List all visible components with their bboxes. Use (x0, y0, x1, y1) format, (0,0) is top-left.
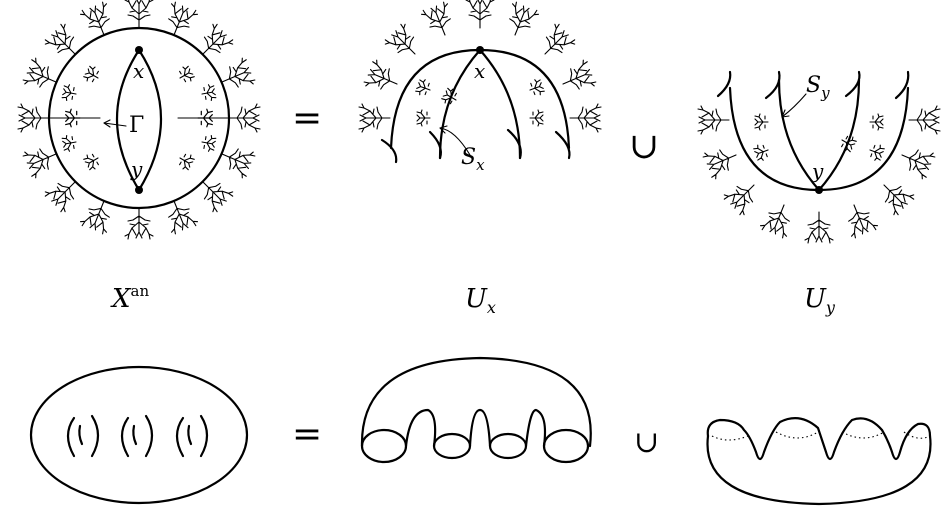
surface-lower (706, 417, 932, 506)
union-top: ∪ (629, 126, 659, 167)
label-sx: Sx (461, 145, 485, 174)
caption-uy: Uy (804, 284, 836, 317)
point-x (135, 46, 143, 54)
ux-region (358, 0, 602, 164)
uy-region (697, 70, 941, 244)
equals-bottom: = (292, 414, 322, 455)
label-gamma: Γ (129, 113, 144, 138)
surface-upper (360, 356, 592, 464)
surface-whole (29, 365, 249, 505)
label-y-uy: y (811, 159, 824, 183)
point-y-uy (815, 186, 823, 194)
equals-top: = (292, 98, 322, 139)
point-y (135, 186, 143, 194)
label-x-whole: x (133, 59, 144, 83)
union-bottom: ∪ (634, 425, 659, 460)
label-x-ux: x (474, 59, 485, 83)
caption-ux: Ux (465, 284, 496, 317)
caption-xan: Xan (110, 282, 149, 314)
point-x-ux (476, 46, 484, 54)
label-y-whole: y (130, 157, 143, 181)
xan-disk (17, 0, 261, 240)
label-sy: Sy (806, 73, 830, 102)
